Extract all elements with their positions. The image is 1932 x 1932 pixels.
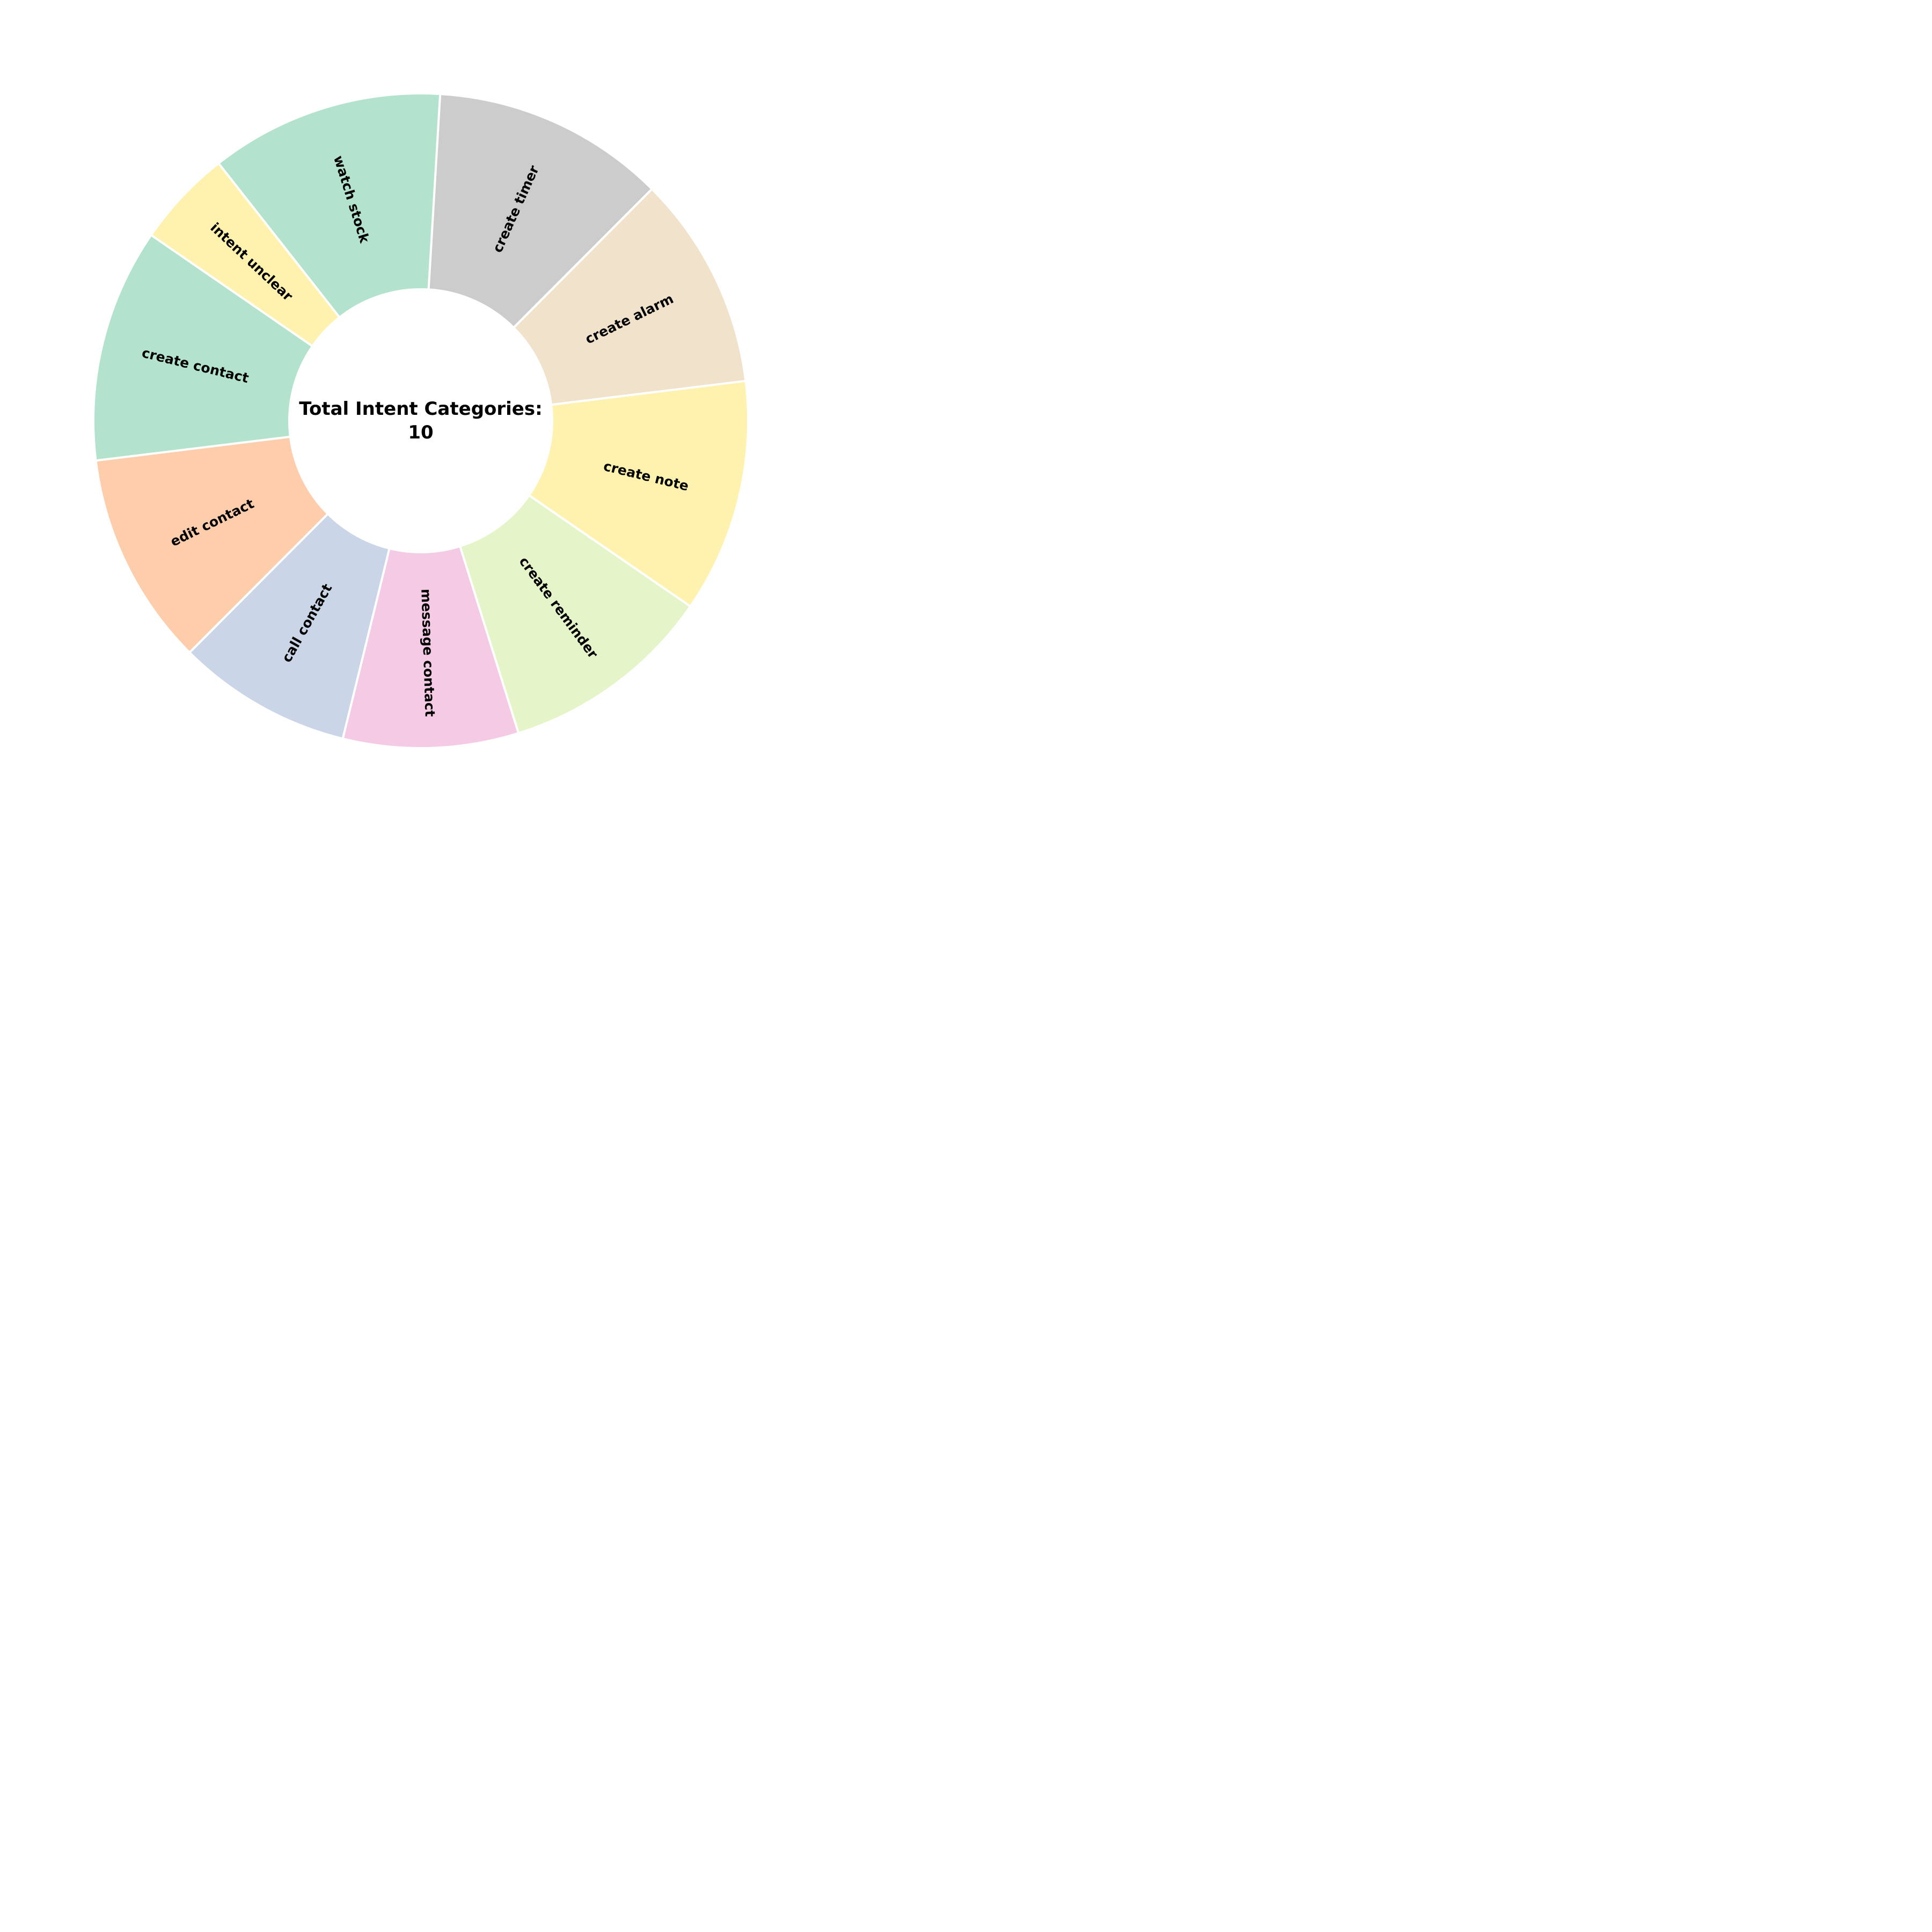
slice-create-note <box>528 379 749 608</box>
slice-create-alarm <box>513 188 747 406</box>
slice-edit-contact <box>94 435 329 654</box>
slice-create-reminder <box>459 494 692 735</box>
slice-create-timer <box>427 93 653 329</box>
slice-message-contact <box>341 545 520 749</box>
slice-create-contact <box>92 234 314 462</box>
slice-call-contact <box>188 513 391 740</box>
slice-watch-stock <box>217 92 442 319</box>
